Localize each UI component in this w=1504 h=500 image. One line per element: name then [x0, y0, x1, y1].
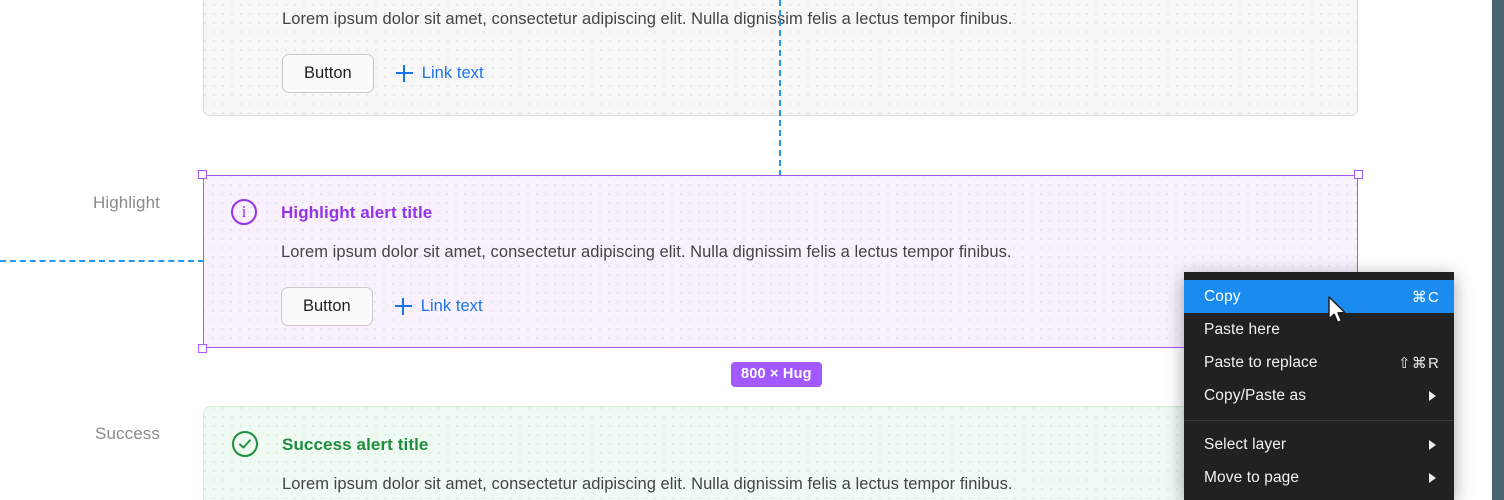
menu-item-move-to-page[interactable]: Move to page: [1184, 461, 1454, 494]
alert-link-label: Link text: [420, 296, 483, 315]
menu-item-label: Paste to replace: [1204, 353, 1318, 371]
check-glyph: [239, 439, 251, 449]
alert-content: i Highlight alert title Lorem ipsum dolo…: [203, 175, 1358, 348]
menu-item-shortcut: ⌘C: [1411, 288, 1440, 306]
alert-title-text: Highlight alert title: [281, 203, 433, 222]
guide-vertical-dashed: [779, 0, 781, 176]
right-edge-scrollbar[interactable]: [1492, 0, 1504, 500]
menu-item-select-layer[interactable]: Select layer: [1184, 428, 1454, 461]
menu-item-paste-to-replace[interactable]: Paste to replace ⇧⌘R: [1184, 346, 1454, 379]
alert-content: Success alert title Lorem ipsum dolor si…: [204, 407, 1357, 500]
plus-icon: [394, 297, 412, 315]
check-circle-icon: [232, 431, 258, 457]
plus-icon: [395, 64, 413, 82]
menu-item-label: Select layer: [1204, 435, 1287, 453]
alert-body-text: Lorem ipsum dolor sit amet, consectetur …: [281, 243, 1012, 261]
alert-button[interactable]: Button: [281, 287, 373, 326]
alert-link-label: Link text: [421, 63, 484, 82]
chevron-right-icon: [1429, 472, 1436, 483]
alert-link[interactable]: Link text: [395, 63, 484, 83]
menu-item-label: Copy/Paste as: [1204, 386, 1307, 404]
selection-size-badge: 800 × Hug: [731, 362, 822, 387]
alert-actions: Button Link text: [282, 54, 484, 93]
alert-card-success[interactable]: Success alert title Lorem ipsum dolor si…: [203, 406, 1358, 500]
menu-separator: [1184, 420, 1454, 421]
alert-button[interactable]: Button: [282, 54, 374, 93]
alert-card-highlight[interactable]: i Highlight alert title Lorem ipsum dolo…: [203, 175, 1358, 348]
menu-item-shortcut: ⇧⌘R: [1397, 354, 1440, 372]
info-letter: i: [241, 202, 247, 221]
guide-horizontal-dashed: [0, 260, 204, 262]
menu-item-paste-here[interactable]: Paste here: [1184, 313, 1454, 346]
menu-item-label: Copy: [1204, 287, 1241, 305]
row-label-success: Success: [95, 424, 160, 443]
info-circle-icon: i: [231, 199, 257, 225]
alert-body-text: Lorem ipsum dolor sit amet, consectetur …: [282, 475, 1013, 493]
alert-content: Lorem ipsum dolor sit amet, consectetur …: [204, 0, 1357, 115]
row-label-highlight: Highlight: [92, 193, 160, 212]
alert-actions: Button Link text: [281, 287, 483, 326]
alert-link[interactable]: Link text: [394, 296, 483, 316]
chevron-right-icon: [1429, 439, 1436, 450]
chevron-right-icon: [1429, 390, 1436, 401]
menu-item-label: Paste here: [1204, 320, 1280, 338]
menu-item-copy[interactable]: Copy ⌘C: [1184, 280, 1454, 313]
alert-body-text: Lorem ipsum dolor sit amet, consectetur …: [282, 10, 1013, 28]
menu-item-label: Move to page: [1204, 468, 1300, 486]
alert-title-text: Success alert title: [282, 435, 429, 454]
context-menu[interactable]: Copy ⌘C Paste here Paste to replace ⇧⌘R …: [1184, 272, 1454, 500]
menu-item-copy-paste-as[interactable]: Copy/Paste as: [1184, 379, 1454, 412]
